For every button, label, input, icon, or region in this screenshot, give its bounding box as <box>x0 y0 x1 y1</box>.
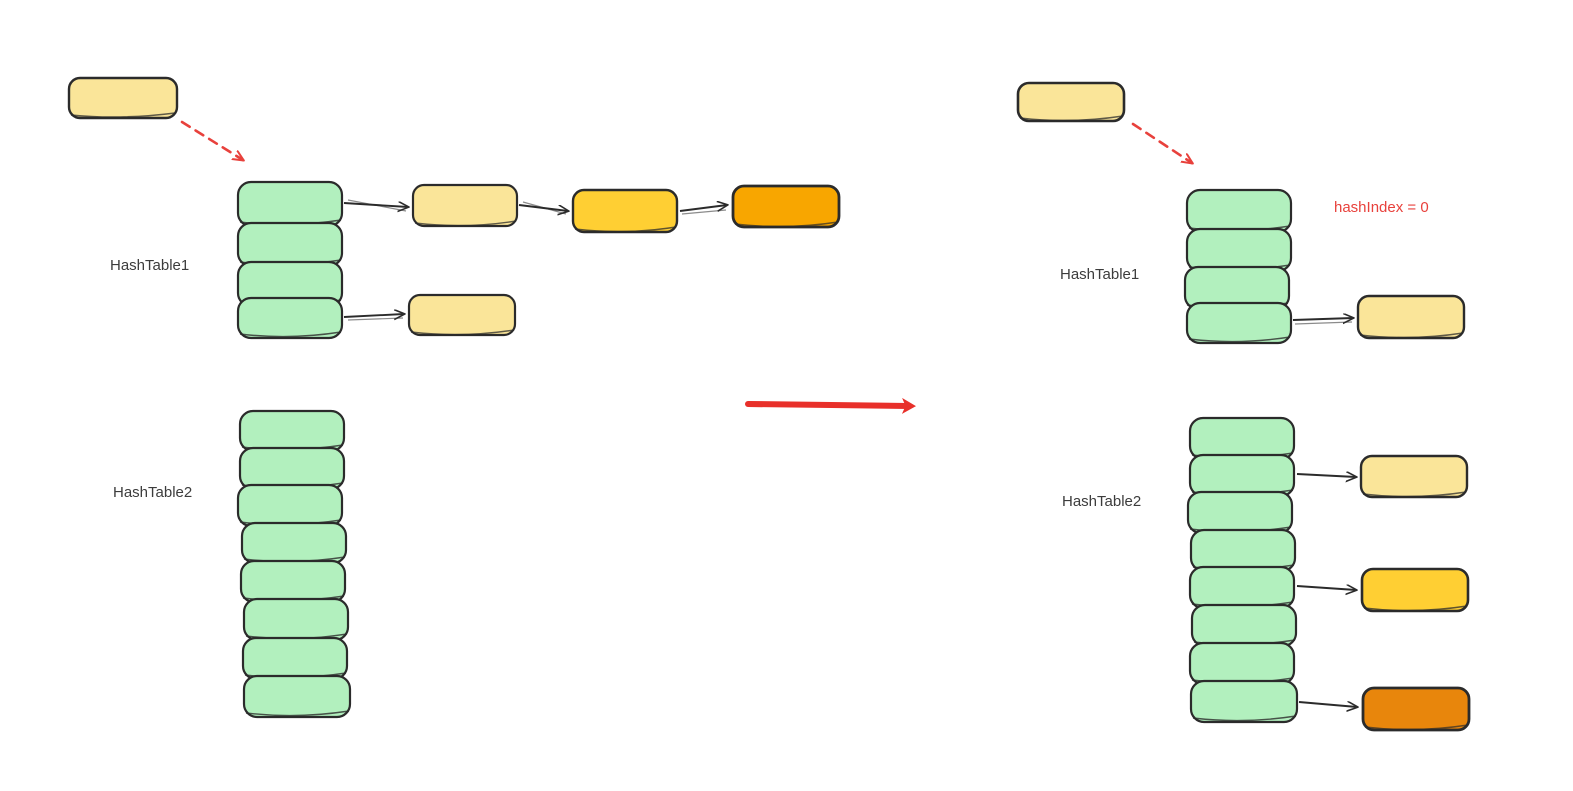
bucket-chain-link <box>1296 474 1356 477</box>
bucket-cell[interactable] <box>236 296 344 340</box>
chain-node <box>731 184 841 229</box>
chain-node <box>1361 686 1471 732</box>
bucket-chain-link <box>518 201 568 214</box>
hashtable2-cells <box>1186 416 1299 724</box>
incoming-entry-node <box>1016 81 1126 123</box>
chain-node <box>407 293 517 337</box>
hashtable1-cells <box>1183 188 1293 345</box>
hash-index-annotation: hashIndex = 0 <box>1334 199 1429 216</box>
hashtable1-cells <box>236 180 344 340</box>
bucket-cell[interactable] <box>1188 641 1296 686</box>
hashtable2-label-left: HashTable2 <box>113 484 193 501</box>
chain-node <box>1356 294 1466 340</box>
bucket-cell[interactable] <box>1188 416 1296 461</box>
bucket-cell[interactable] <box>238 409 346 453</box>
bucket-cell[interactable] <box>242 674 352 719</box>
hashtable1-label-right: HashTable1 <box>1060 266 1140 283</box>
chain-node <box>1360 567 1470 613</box>
bucket-chain-link <box>343 199 408 211</box>
bucket-cell[interactable] <box>241 636 349 681</box>
hashtable2-cells <box>236 409 352 719</box>
bucket-cell[interactable] <box>1188 565 1296 610</box>
bucket-cell[interactable] <box>242 597 350 642</box>
chain-node <box>411 183 519 228</box>
incoming-entry-node <box>67 76 179 120</box>
insert-dashed-arrow <box>180 120 243 160</box>
bucket-chain-link <box>1296 586 1356 590</box>
bucket-cell[interactable] <box>1186 490 1294 535</box>
chain-node <box>571 188 679 234</box>
chain-node <box>1359 454 1469 499</box>
insert-dashed-arrow <box>1131 122 1192 163</box>
bucket-chain-link <box>343 314 404 321</box>
bucket-chain-link <box>679 205 727 215</box>
bucket-chain-link <box>1298 701 1357 707</box>
bucket-cell[interactable] <box>238 446 346 491</box>
bucket-cell[interactable] <box>236 180 344 228</box>
bucket-cell[interactable] <box>1188 453 1296 498</box>
bucket-cell[interactable] <box>1185 301 1293 345</box>
bucket-chain-link <box>1292 318 1353 325</box>
bucket-cell[interactable] <box>236 221 344 268</box>
bucket-cell[interactable] <box>1185 227 1293 273</box>
hashtable1-label-left: HashTable1 <box>110 257 190 274</box>
bucket-cell[interactable] <box>236 483 344 528</box>
bucket-cell[interactable] <box>1190 603 1298 648</box>
bucket-cell[interactable] <box>240 521 348 565</box>
bucket-cell[interactable] <box>239 559 347 604</box>
rehash-transition-arrow <box>745 397 916 414</box>
bucket-cell[interactable] <box>1185 188 1293 234</box>
hashtable2-label-right: HashTable2 <box>1062 493 1142 510</box>
bucket-cell[interactable] <box>1189 528 1297 573</box>
bucket-cell[interactable] <box>1189 679 1299 724</box>
